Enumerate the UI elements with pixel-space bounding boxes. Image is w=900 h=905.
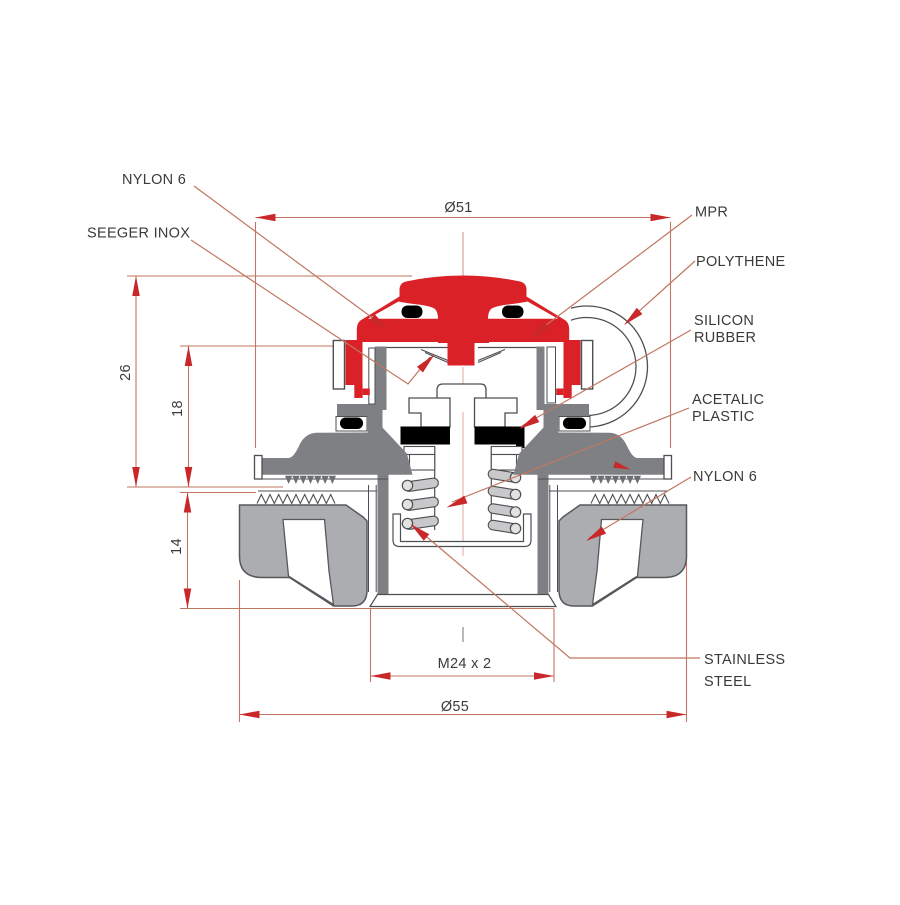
svg-text:Ø51: Ø51	[444, 200, 472, 216]
svg-text:NYLON 6: NYLON 6	[122, 172, 186, 188]
svg-text:PLASTIC: PLASTIC	[692, 409, 755, 425]
svg-text:ACETALIC: ACETALIC	[692, 392, 764, 408]
svg-text:14: 14	[169, 538, 185, 555]
svg-text:RUBBER: RUBBER	[694, 330, 756, 346]
svg-text:Ø55: Ø55	[441, 699, 469, 715]
svg-text:M24 x 2: M24 x 2	[438, 656, 492, 672]
svg-text:POLYTHENE: POLYTHENE	[696, 254, 785, 270]
svg-text:STAINLESS: STAINLESS	[704, 652, 785, 668]
svg-text:MPR: MPR	[695, 205, 728, 221]
svg-text:STEEL: STEEL	[704, 674, 751, 690]
svg-text:26: 26	[118, 364, 134, 381]
svg-text:NYLON 6: NYLON 6	[693, 469, 757, 485]
svg-text:SILICON: SILICON	[694, 313, 754, 329]
svg-text:18: 18	[170, 400, 186, 417]
svg-text:SEEGER INOX: SEEGER INOX	[87, 226, 190, 242]
